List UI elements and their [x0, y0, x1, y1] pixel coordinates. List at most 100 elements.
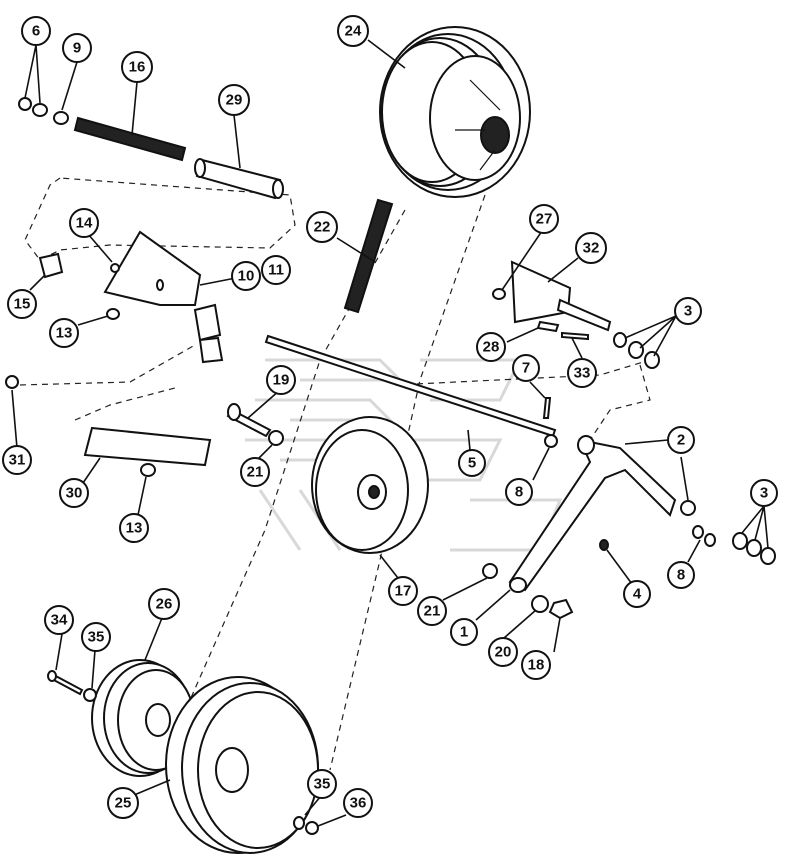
callout-3b: 3: [750, 479, 778, 507]
callout-13b-label: 13: [126, 520, 143, 537]
washer-20: [531, 595, 549, 613]
callout-31: 31: [2, 445, 32, 475]
callout-10: 10: [231, 261, 261, 291]
callout-13b: 13: [119, 513, 149, 543]
nut-13a: [106, 308, 120, 320]
callout-35b: 35: [307, 769, 337, 799]
callout-6-label: 6: [32, 23, 40, 40]
callout-8a: 8: [505, 478, 533, 506]
callout-5: 5: [458, 449, 486, 477]
callout-2: 2: [667, 426, 695, 454]
callout-28: 28: [476, 332, 506, 362]
sheave-24: [379, 26, 531, 198]
callout-32-label: 32: [583, 240, 600, 257]
callout-6: 6: [21, 16, 51, 46]
callout-1-label: 1: [460, 624, 468, 641]
pin-33: [561, 331, 589, 341]
sheave-25: [165, 676, 319, 854]
callout-20-label: 20: [495, 644, 512, 661]
callout-24-label: 24: [345, 23, 362, 40]
callout-28-label: 28: [483, 339, 500, 356]
callout-14: 14: [69, 208, 99, 238]
washer-8a: [544, 434, 558, 448]
callout-16-label: 16: [129, 59, 146, 76]
bolt-19: [226, 403, 272, 438]
callout-21b: 21: [417, 596, 447, 626]
washer-21b: [482, 563, 498, 579]
callout-11: 11: [261, 255, 291, 285]
callout-18: 18: [521, 650, 551, 680]
callout-24: 24: [337, 15, 369, 47]
callout-35a-label: 35: [88, 629, 105, 646]
callout-25: 25: [107, 787, 139, 819]
callout-26-label: 26: [156, 596, 173, 613]
washers-8b: [692, 525, 716, 547]
callout-18-label: 18: [528, 657, 545, 674]
callout-4: 4: [623, 580, 651, 608]
callout-16: 16: [121, 51, 153, 83]
callout-36: 36: [343, 788, 373, 818]
washer-35b: [293, 816, 305, 830]
callout-19: 19: [266, 365, 296, 395]
callout-9: 9: [62, 33, 92, 63]
nut-27: [492, 288, 506, 300]
spring-16: [73, 116, 187, 162]
nut-18: [548, 598, 574, 620]
callout-20: 20: [488, 637, 518, 667]
callout-11-label: 11: [268, 262, 284, 279]
callout-25-label: 25: [115, 795, 132, 812]
callout-15: 15: [7, 289, 37, 319]
washers-3b: [732, 532, 776, 565]
callout-21b-label: 21: [424, 603, 441, 620]
nut-washer-6-9: [18, 97, 69, 125]
washer-21a: [268, 430, 284, 446]
callout-7-label: 7: [522, 360, 530, 377]
callout-22: 22: [306, 211, 338, 243]
callout-19-label: 19: [273, 372, 290, 389]
bolt-34: [47, 670, 84, 696]
pin-7: [542, 397, 552, 419]
bracket-32: [510, 260, 612, 332]
washer-35a: [83, 688, 97, 702]
callout-3b-label: 3: [760, 485, 768, 502]
callout-4-label: 4: [633, 586, 642, 603]
callout-8b: 8: [667, 561, 695, 589]
callout-31-label: 31: [9, 452, 26, 469]
callout-17: 17: [388, 576, 418, 606]
callout-35a: 35: [81, 622, 111, 652]
callout-17-label: 17: [395, 583, 412, 600]
bolt-28: [536, 320, 560, 333]
plate-30: [83, 426, 212, 477]
nut-36: [305, 821, 319, 835]
callout-22-label: 22: [314, 219, 331, 236]
callout-21a: 21: [240, 457, 270, 487]
callout-3a-label: 3: [684, 303, 692, 320]
callout-27-label: 27: [536, 211, 553, 228]
callout-13a: 13: [49, 318, 79, 348]
callout-27: 27: [529, 204, 559, 234]
callout-10-label: 10: [238, 268, 255, 285]
callout-14-label: 14: [76, 215, 93, 232]
block-15: [38, 252, 64, 279]
callout-34: 34: [44, 605, 74, 635]
tube-29: [194, 158, 284, 200]
callout-5-label: 5: [468, 455, 476, 472]
callout-1: 1: [450, 618, 478, 646]
callout-33-label: 33: [574, 365, 591, 382]
callout-34-label: 34: [51, 612, 68, 629]
key-bar-22: [343, 198, 394, 314]
callout-7: 7: [512, 354, 540, 382]
fitting-4: [599, 539, 609, 551]
callout-33: 33: [567, 358, 597, 388]
idler-17: [311, 416, 429, 554]
callout-35b-label: 35: [314, 776, 331, 793]
callout-21a-label: 21: [247, 464, 264, 481]
callout-9-label: 9: [73, 40, 81, 57]
callout-8a-label: 8: [515, 484, 523, 501]
callout-32: 32: [575, 232, 607, 264]
callout-29: 29: [218, 84, 250, 116]
bolt-31: [5, 375, 19, 389]
callout-30: 30: [59, 478, 89, 508]
callout-26: 26: [148, 588, 180, 620]
